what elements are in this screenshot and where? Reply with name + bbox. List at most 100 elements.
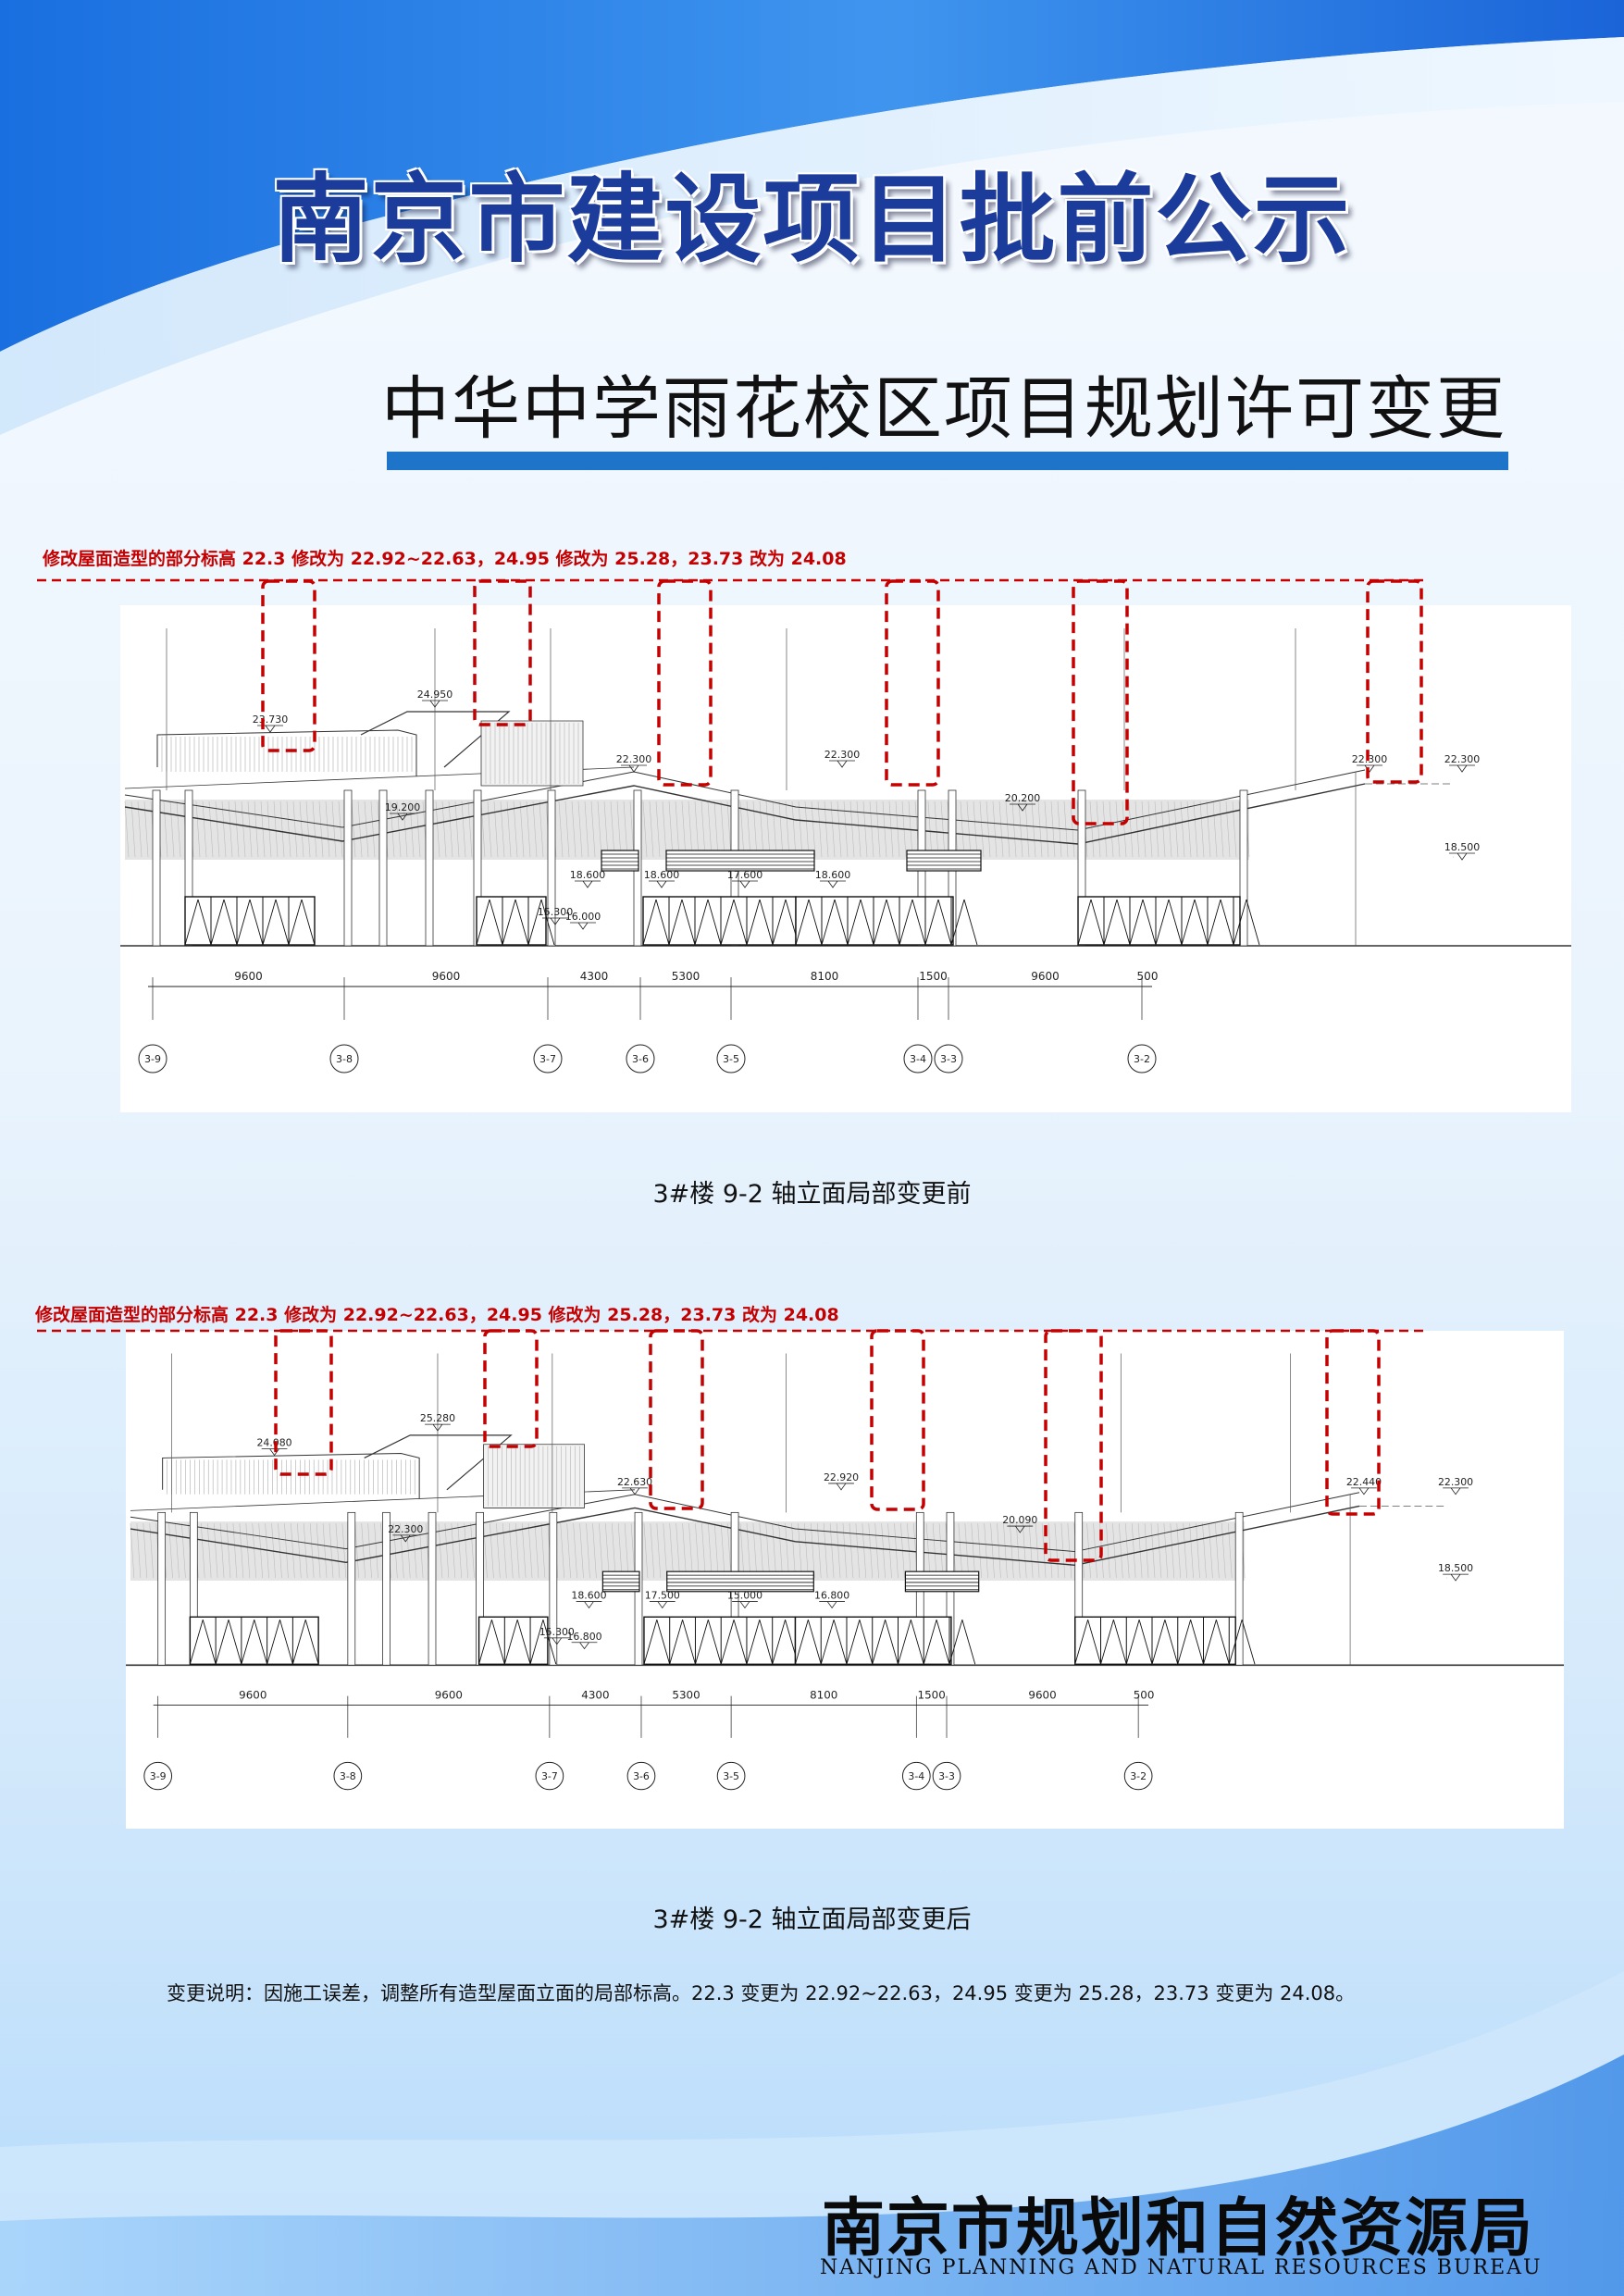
elevation-marker — [622, 1487, 648, 1496]
window-brace — [1181, 899, 1196, 946]
wall-hatch — [1154, 800, 1159, 858]
wall-hatch — [964, 1523, 970, 1579]
window-brace — [267, 1620, 280, 1665]
axis-label: 3-2 — [1130, 1770, 1147, 1782]
wall-hatch — [739, 800, 745, 858]
elevation-marker — [621, 764, 647, 773]
window-brace — [859, 1620, 874, 1665]
window-brace — [1077, 899, 1092, 946]
window-brace — [808, 899, 823, 946]
window-brace — [1228, 1620, 1243, 1665]
wall-hatch — [341, 1523, 347, 1579]
elevation-marker — [1443, 1487, 1469, 1496]
elevation-marker — [576, 1601, 602, 1609]
wall-hatch — [508, 1523, 514, 1579]
wall-hatch — [1131, 1523, 1136, 1579]
window-brace — [846, 1620, 861, 1665]
wall-hatch — [590, 800, 596, 858]
wall-hatch — [560, 1523, 565, 1579]
elevation-label: 17.500 — [645, 1590, 680, 1602]
wall-hatch — [669, 1523, 674, 1579]
wall-hatch — [532, 800, 538, 858]
axis-label: 3-7 — [541, 1770, 558, 1782]
wall-hatch — [169, 800, 175, 858]
wall-hatch — [1141, 800, 1147, 858]
wall-hatch — [1041, 1523, 1047, 1579]
axis-label: 3-5 — [723, 1053, 739, 1065]
wall-band — [130, 1521, 1246, 1581]
window-brace — [1142, 899, 1157, 946]
span-dimension: 9600 — [1028, 1689, 1056, 1702]
wall-hatch — [1010, 1523, 1014, 1579]
wall-hatch — [1112, 1523, 1117, 1579]
window-brace — [1168, 899, 1183, 946]
axis-bubble — [533, 1044, 563, 1074]
span-dimension: 4300 — [581, 1689, 609, 1702]
axis-label: 3-5 — [723, 1770, 739, 1782]
wall-hatch — [708, 1523, 713, 1579]
wall-hatch — [1160, 800, 1166, 858]
window-brace — [795, 1620, 809, 1665]
wall-hatch — [412, 1523, 417, 1579]
wall-hatch — [1134, 800, 1140, 858]
wall-hatch — [655, 800, 661, 858]
elevation-label: 17.600 — [727, 869, 763, 881]
window-brace — [1103, 899, 1118, 946]
wall-hatch — [1122, 800, 1127, 858]
column — [1074, 1511, 1084, 1666]
axis-bubble — [329, 1044, 359, 1074]
wall-hatch — [824, 800, 829, 858]
wall-hatch — [370, 800, 376, 858]
elevation-label: 15.300 — [539, 1626, 575, 1638]
wall-hatch — [258, 1523, 263, 1579]
window-bay — [189, 1616, 319, 1665]
wall-hatch — [990, 1523, 995, 1579]
window-brace — [860, 899, 874, 946]
wall-hatch — [361, 1523, 366, 1579]
window-brace — [542, 1620, 557, 1665]
wall-hatch — [254, 800, 259, 858]
wall-hatch — [1048, 1523, 1053, 1579]
wall-hatch — [599, 1523, 603, 1579]
axis-label: 3-4 — [908, 1770, 924, 1782]
axis-label: 3-7 — [539, 1053, 556, 1065]
wall-hatch — [1031, 800, 1036, 858]
wall-hatch — [441, 800, 447, 858]
wall-hatch — [610, 800, 615, 858]
window-brace — [948, 1620, 963, 1665]
elevation-label: 22.300 — [1438, 1476, 1473, 1488]
wall-hatch — [856, 800, 862, 858]
wall-hatch — [1024, 800, 1030, 858]
wall-hatch — [759, 1523, 764, 1579]
window-brace — [241, 1620, 255, 1665]
red-dashed-box — [649, 1329, 704, 1510]
wall-hatch — [977, 1523, 982, 1579]
wall-hatch — [354, 1523, 360, 1579]
wall-hatch — [617, 1523, 623, 1579]
wall-hatch — [701, 1523, 706, 1579]
wall-hatch — [1119, 1523, 1123, 1579]
elevation-marker — [570, 922, 596, 930]
wall-hatch — [816, 1523, 822, 1579]
wall-hatch — [577, 800, 583, 858]
wall-hatch — [1057, 800, 1062, 858]
wall-hatch — [215, 800, 220, 858]
wall-hatch — [1037, 800, 1043, 858]
wall-hatch — [208, 800, 214, 858]
wall-hatch — [694, 800, 700, 858]
window-brace — [898, 1620, 911, 1665]
wall-hatch — [335, 1523, 341, 1579]
wall-hatch — [849, 800, 855, 858]
window-brace — [1151, 1620, 1166, 1665]
wall-hatch — [726, 800, 732, 858]
wall-hatch — [291, 1523, 295, 1579]
wall-hatch — [303, 1523, 308, 1579]
wall-hatch — [1212, 800, 1218, 858]
wall-hatch — [297, 1523, 302, 1579]
wall-hatch — [286, 800, 291, 858]
bureau-name-en: NANJING PLANNING AND NATURAL RESOURCES B… — [820, 2256, 1543, 2279]
window-brace — [668, 899, 683, 946]
wall-hatch — [364, 800, 369, 858]
